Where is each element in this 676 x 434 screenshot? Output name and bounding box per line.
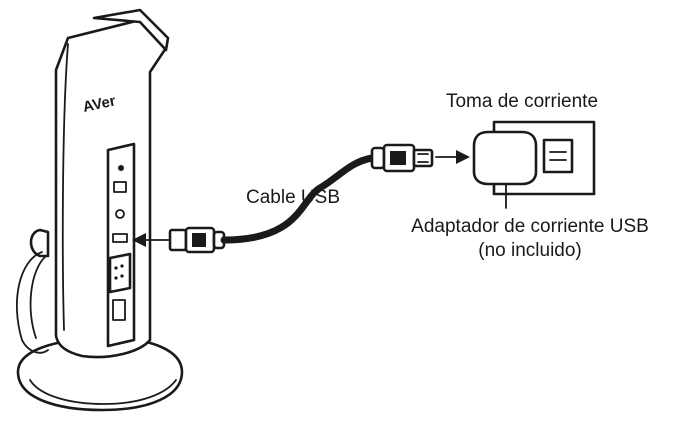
usb-plug-device-end-icon <box>168 226 226 254</box>
outlet-label: Toma de corriente <box>446 91 598 112</box>
adapter-label-line2: (no incluido) <box>478 240 582 261</box>
arrow-to-device-port-icon <box>132 233 173 247</box>
power-adapter-icon <box>472 130 538 191</box>
document-camera-icon: AVer <box>15 8 184 412</box>
adapter-label-line1: Adaptador de corriente USB <box>411 216 649 237</box>
device-logo: AVer <box>81 92 117 116</box>
cable-label: Cable USB <box>246 187 340 208</box>
usb-cable <box>220 154 376 244</box>
arrow-to-adapter-icon <box>435 150 470 164</box>
usb-plug-adapter-end-icon <box>370 143 434 173</box>
